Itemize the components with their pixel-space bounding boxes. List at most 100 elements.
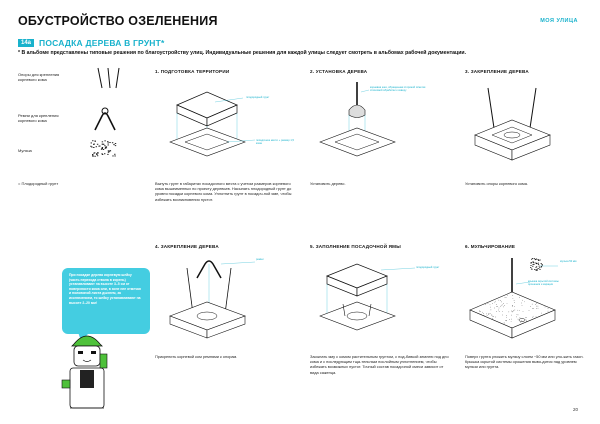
mulch-speck [93, 152, 95, 154]
mulch-speck [92, 154, 94, 155]
mulch-speck [503, 323, 505, 325]
mulch-speck [495, 316, 497, 318]
mulch-speck [536, 308, 538, 309]
mulch-speck [540, 263, 542, 264]
mulch-speck [511, 305, 513, 307]
mulch-speck [104, 140, 106, 142]
mulch-speck [113, 144, 115, 146]
mulch-speck [536, 266, 538, 268]
mulch-speck [500, 305, 501, 307]
section-number-badge: 14a [18, 39, 35, 47]
step-4-title: 4. ЗАКРЕПЛЕНИЕ ДЕРЕВА [155, 244, 219, 249]
mulch-speck [532, 315, 534, 317]
mulch-speck [92, 154, 94, 156]
step-4-caption: Прикрепить корневой ком ремнями к опорам… [155, 354, 238, 359]
mulch-speck [488, 314, 490, 316]
mulch-speck [100, 148, 103, 150]
mulch-speck [513, 310, 515, 311]
step-1-title: 1. ПОДГОТОВКА ТЕРРИТОРИИ [155, 69, 230, 74]
mulch-speck [493, 315, 495, 317]
mulch-speck [101, 141, 104, 143]
step-2-dim-neck: корневая шея, обращенная стороной отметк… [370, 86, 426, 93]
mulch-speck [99, 145, 101, 147]
legend-label-mulch: Мульча [18, 148, 32, 153]
mulch-speck [517, 309, 519, 311]
mulch-speck [489, 301, 490, 303]
step-2-diagram [319, 82, 396, 157]
step-3-caption: Установить опоры корневого кома. [465, 181, 528, 186]
section-header: 14a ПОСАДКА ДЕРЕВА В ГРУНТ* [18, 38, 165, 48]
mulch-speck [522, 310, 524, 312]
mulch-speck [535, 262, 537, 264]
step-6-dim-mulch: мульча 50 мм [560, 260, 577, 263]
step-4-dim-straps: ремни [256, 258, 264, 261]
page-title: ОБУСТРОЙСТВО ОЗЕЛЕНЕНИЯ [18, 14, 218, 28]
legend-label-soil: = Плодородный грунт [18, 181, 59, 186]
mulch-speck [537, 264, 540, 265]
mulch-speck [107, 141, 109, 143]
mulch-speck [489, 304, 491, 306]
mulch-speck [486, 315, 488, 316]
mulch-speck [506, 315, 507, 316]
mulch-speck [107, 142, 109, 144]
mulch-speck [541, 264, 543, 265]
mulch-speck [536, 268, 538, 270]
mulch-speck [532, 265, 534, 267]
mulch-speck [103, 143, 105, 145]
mulch-speck [94, 140, 96, 142]
mulch-speck [486, 313, 488, 315]
mulch-speck [491, 315, 493, 316]
mulch-speck [490, 318, 492, 320]
mulch-speck [109, 142, 111, 143]
mulch-speck [497, 306, 498, 307]
mulch-speck [498, 299, 500, 301]
mulch-speck [92, 155, 94, 157]
mulch-speck [104, 147, 106, 149]
mulch-speck [526, 316, 527, 318]
mulch-speck [522, 321, 524, 323]
mulch-speck [530, 265, 532, 266]
support-stakes-icon [97, 67, 120, 89]
mulch-speck [514, 306, 515, 308]
mulch-speck [97, 152, 99, 154]
mulch-speck [537, 259, 539, 260]
step-1-diagram [169, 91, 256, 157]
section-note: * В альбоме представлены типовые решения… [18, 50, 467, 56]
mulch-speck [510, 318, 512, 320]
mulch-speck [528, 310, 530, 311]
mulch-speck [101, 153, 103, 155]
mulch-speck [537, 305, 539, 307]
mulch-speck [93, 143, 95, 145]
mulch-speck [96, 155, 99, 157]
mulch-speck [547, 312, 549, 314]
mulch-speck [521, 302, 522, 304]
mulch-speck [104, 153, 106, 155]
mulch-speck [505, 320, 507, 321]
step-6-diagram [469, 258, 558, 339]
mulch-speck [107, 153, 109, 155]
mulch-speck [104, 145, 106, 147]
mulch-icon [90, 140, 117, 157]
mulch-speck [494, 307, 495, 309]
mulch-speck [488, 317, 490, 319]
mulch-speck [537, 268, 539, 269]
mulch-speck [480, 311, 481, 312]
mulch-speck [505, 297, 507, 299]
mulch-speck [535, 316, 537, 318]
step-4-diagram [169, 260, 256, 339]
mulch-speck [503, 321, 505, 323]
mulch-speck [535, 304, 536, 305]
step-6-caption: Поверх грунта уложить мульчу слоем ~50 м… [465, 354, 584, 370]
mulch-speck [482, 313, 484, 314]
mulch-speck [539, 269, 541, 270]
mulch-speck [506, 302, 508, 304]
mulch-speck [517, 314, 519, 316]
mulch-speck [101, 154, 104, 155]
mulch-speck [90, 142, 92, 144]
step-6-title: 6. МУЛЬЧИРОВАНИЕ [465, 244, 516, 249]
mulch-speck [491, 314, 493, 316]
mulch-speck [506, 320, 507, 321]
step-5-dim-soil: плодородный грунт [416, 266, 440, 269]
mulch-speck [547, 310, 549, 312]
mulch-speck [514, 309, 516, 311]
